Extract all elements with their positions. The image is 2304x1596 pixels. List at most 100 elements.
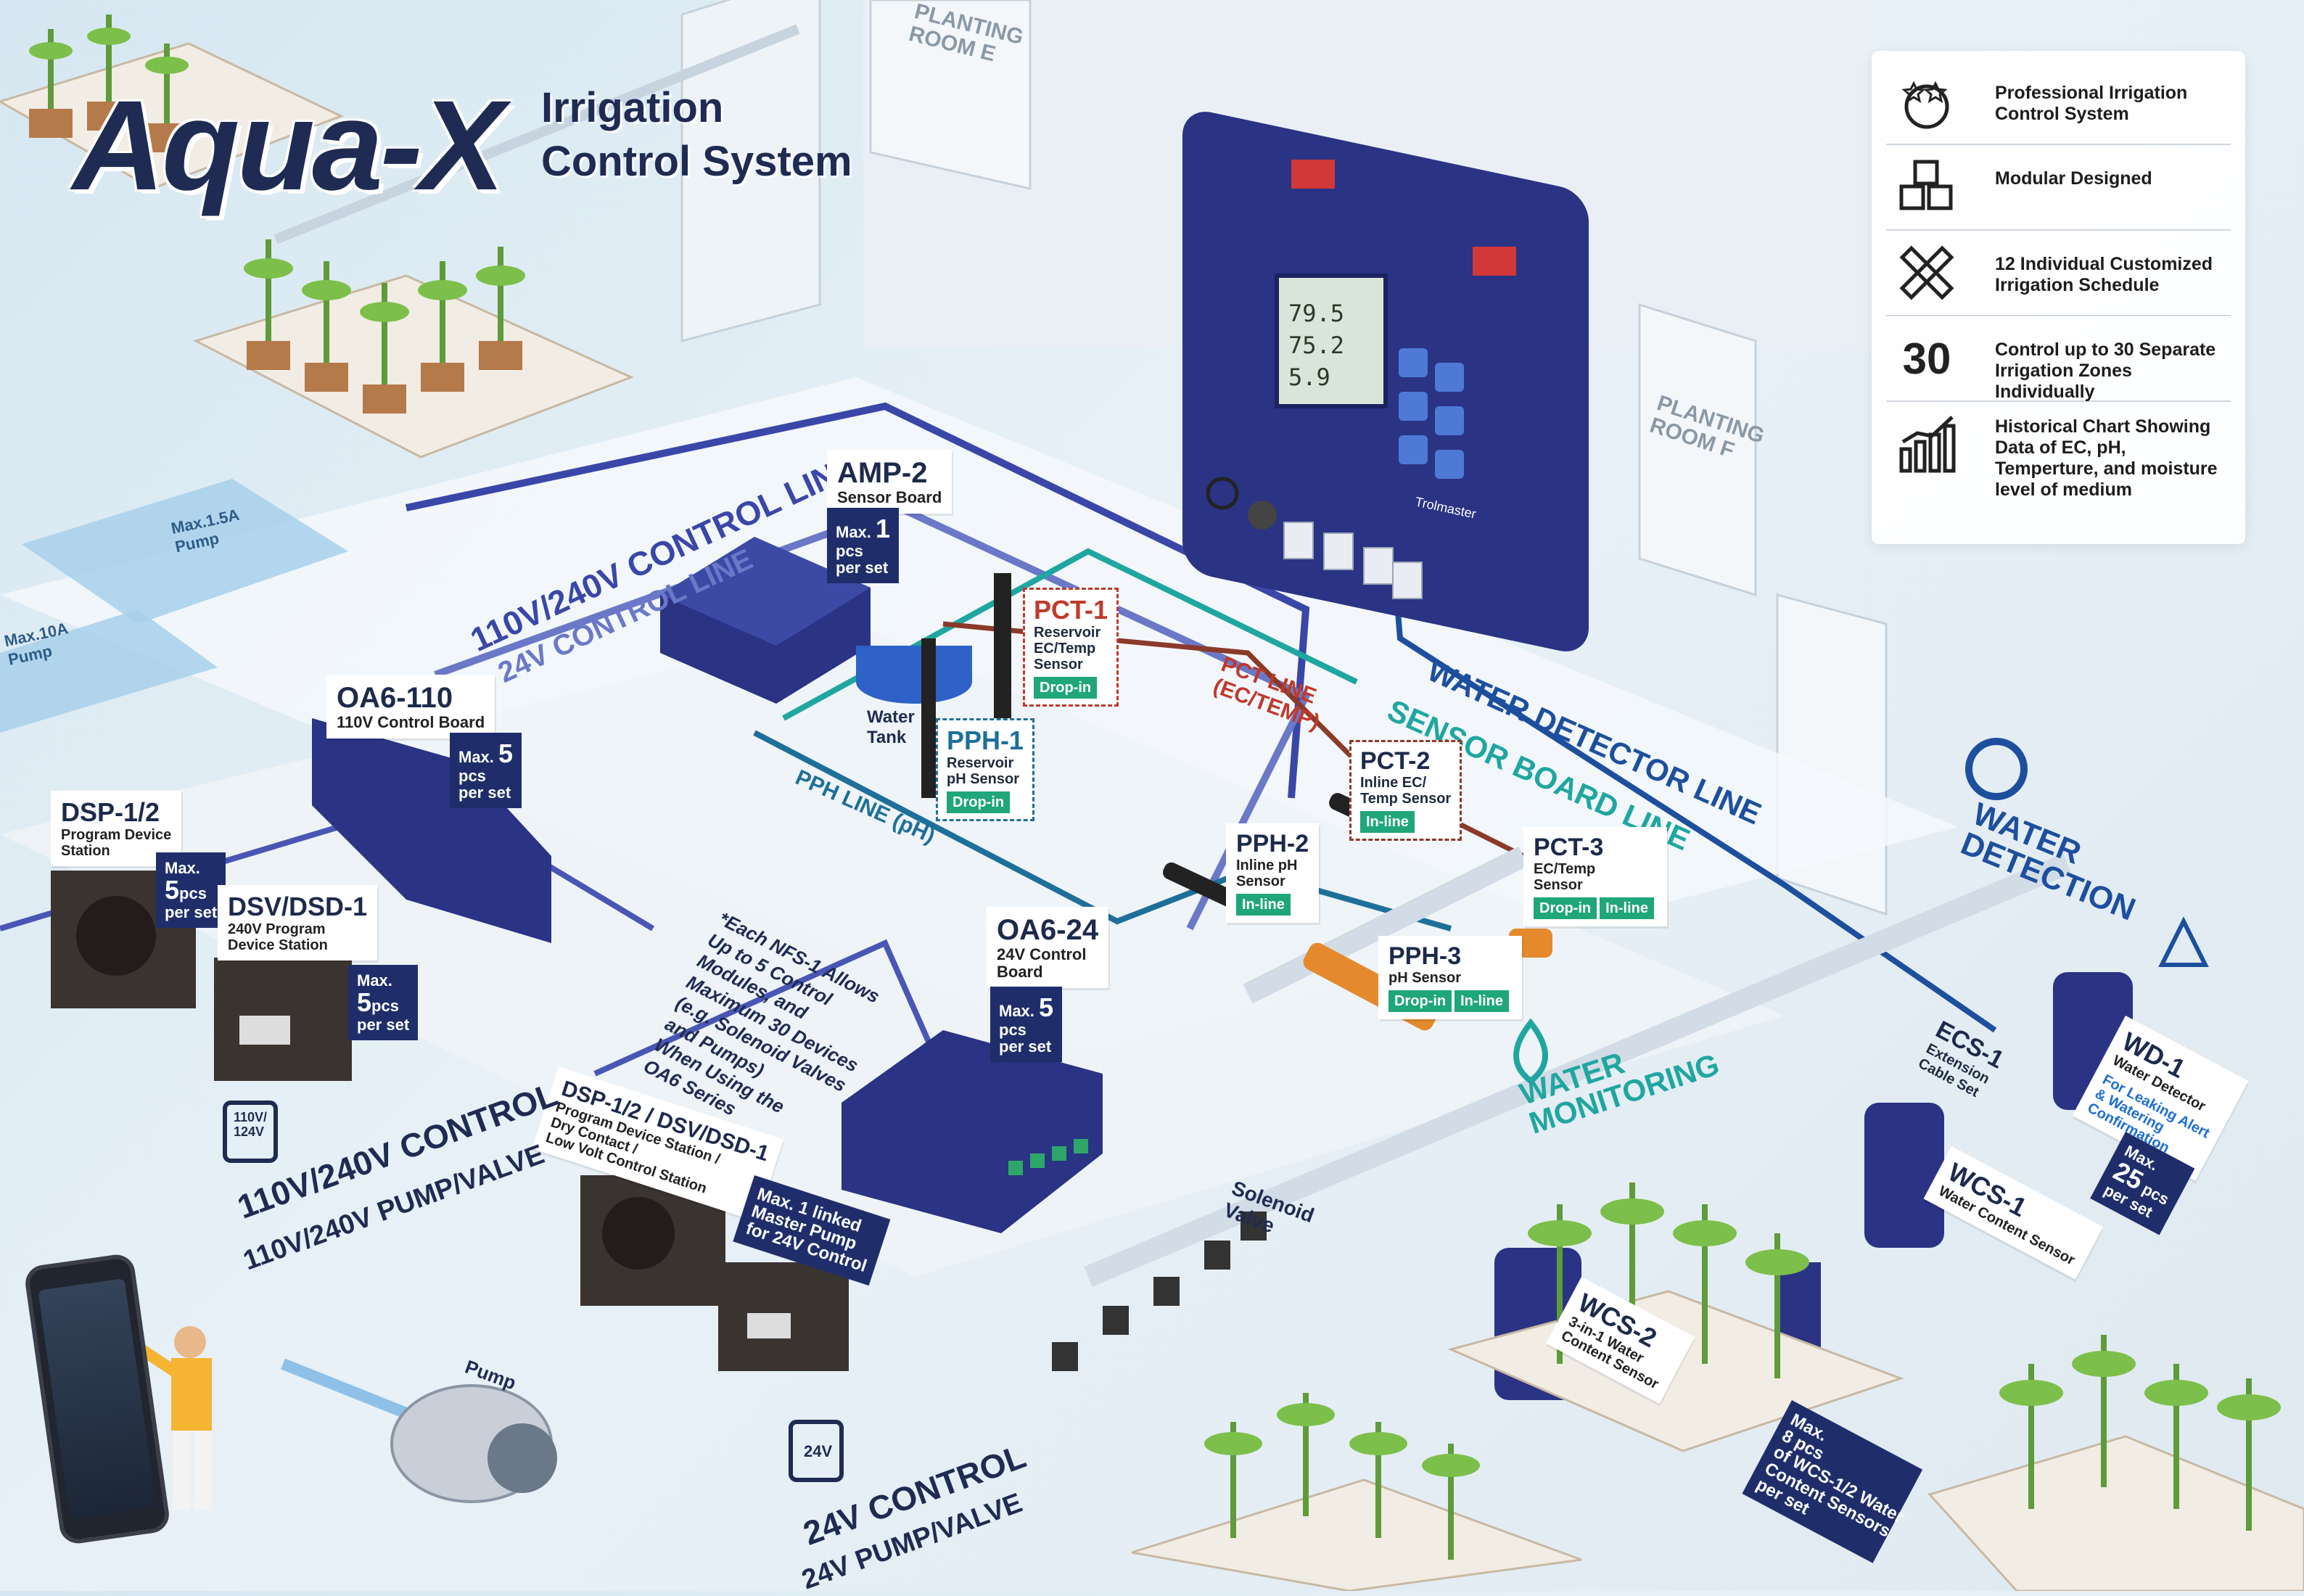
pct1-code: PCT-1 (1034, 595, 1108, 625)
water-pool-1 (22, 479, 348, 624)
oa6-24-tag: OA6-24 24V Control Board (987, 907, 1109, 989)
warning-icon (2158, 916, 2209, 967)
room-e-door (869, 0, 1032, 190)
feature-text: Historical Chart Showing Data of EC, pH,… (1995, 416, 2218, 500)
readout-line-1: 79.5 (1288, 300, 1345, 327)
oa6-24-max-label: Max. (999, 1002, 1034, 1020)
dsv-dsd1-max-label: Max. (357, 971, 392, 990)
pph2-chip: In-line (1236, 894, 1291, 916)
oa6-110-max-label: Max. (458, 748, 494, 766)
overhead-pipe (273, 24, 800, 244)
amp2-tag: AMP-2 Sensor Board (827, 450, 953, 514)
readout-line-3: 5.9 (1288, 363, 1330, 391)
app-title: Aqua-X (73, 75, 505, 217)
oa6-24-unit: pcs per set (999, 1020, 1052, 1056)
subtitle-line1: Irrigation (541, 84, 724, 131)
plant-leaves-bottom (1204, 1198, 2281, 1477)
grow-bed-3 (1131, 1478, 1582, 1591)
dsp12-code: DSP-1/2 (61, 797, 160, 827)
dsv-dsd1-code: DSV/DSD-1 (228, 892, 368, 921)
water-monitoring-icon (1513, 1018, 1548, 1085)
pph1-desc: Reservoir pH Sensor (947, 754, 1020, 787)
dsv-dsd1-tag: DSV/DSD-1 240V Program Device Station (218, 885, 378, 961)
pencil-ruler-icon (1893, 239, 1960, 306)
dsp12-unit: pcs per set (165, 884, 218, 921)
pct2-chip: In-line (1360, 811, 1415, 834)
solenoid-valves (1052, 1212, 1267, 1371)
app-subtitle: Irrigation Control System (541, 81, 852, 189)
wcs1-device (1864, 1103, 1944, 1248)
modules-cubes-icon (1893, 154, 1960, 221)
pct1-desc: Reservoir EC/Temp Sensor (1034, 624, 1101, 672)
oa6-110-board (312, 718, 551, 943)
dsv-dsd1-desc: 240V Program Device Station (228, 921, 328, 953)
planter-boxes-top (29, 102, 522, 414)
subtitle-line2: Control System (541, 138, 852, 185)
pph2-desc: Inline pH Sensor (1236, 857, 1298, 890)
24v-plug-icon (789, 1420, 844, 1482)
pph2-code: PPH-2 (1236, 830, 1309, 857)
oa6-24-max-badge: Max. 5 pcs per set (990, 987, 1063, 1062)
feature-text: Professional Irrigation Control System (1995, 83, 2188, 124)
amp2-qty: 1 (876, 514, 891, 543)
controller-readout: 79.5 75.2 5.9 (1288, 297, 1344, 393)
grow-bed-1 (0, 42, 344, 190)
oa6-24-code: OA6-24 (997, 914, 1099, 946)
pph1-probe (921, 638, 936, 798)
pct1-probe (994, 573, 1011, 718)
main-pipe (1084, 853, 2072, 1287)
amp2-desc: Sensor Board (837, 488, 942, 506)
oa6-24-board (842, 1030, 1103, 1233)
water-detection-icon (1965, 738, 2028, 800)
amp2-code: AMP-2 (837, 457, 928, 489)
pct1-tag: PCT-1 Reservoir EC/Temp Sensor Drop-in (1023, 588, 1119, 707)
dsv-dsd1-max-badge: Max. 5pcs per set (348, 965, 419, 1040)
pph-line (753, 730, 1452, 931)
feature-item: Modular Designed (1886, 144, 2231, 231)
amp2-max-label: Max. (836, 523, 871, 541)
water-tank-label: Water Tank (867, 707, 915, 747)
room-e-wall-door (680, 0, 821, 342)
feature-text: Modular Designed (1995, 168, 2152, 189)
110v-plug-label: 110V/ 124V (234, 1110, 268, 1139)
feature-item: Professional Irrigation Control System (1886, 58, 2231, 145)
dsp12-max-badge: Max. 5pcs per set (156, 852, 226, 928)
pct2-desc: Inline EC/ Temp Sensor (1360, 775, 1452, 807)
plant-leaves-top (29, 28, 525, 322)
phone-screen[interactable] (38, 1278, 157, 1519)
inline-pipe (1243, 846, 1529, 1004)
oa6-110-max-badge: Max. 5 pcs per set (450, 733, 522, 808)
110v-plug-icon (223, 1101, 278, 1163)
pct2-code: PCT-2 (1360, 747, 1431, 775)
dsv-dsd1-qty: 5 (357, 987, 372, 1018)
pph3-code: PPH-3 (1388, 942, 1462, 970)
pct3-code: PCT-3 (1534, 834, 1604, 861)
pph2-tag: PPH-2 Inline pH Sensor In-line (1226, 823, 1320, 924)
oa6-110-unit: pcs per set (458, 766, 511, 802)
oa6-24-desc: 24V Control Board (997, 945, 1087, 982)
dsp12-qty: 5 (165, 875, 180, 905)
pct3-chip-dropin: Drop-in (1534, 897, 1597, 920)
grow-bed-5 (1927, 1435, 2304, 1591)
pph2-sensor (1162, 862, 1245, 910)
room-f-door (1638, 303, 1757, 597)
dsv-dsd1-unit: pcs per set (357, 997, 410, 1034)
dsp12-max-label: Max. (165, 859, 200, 877)
main-controller (1182, 112, 1589, 651)
thirty-zones-icon: 30 (1902, 334, 1951, 383)
plants-bottom (1230, 1182, 2252, 1560)
feature-text: 12 Individual Customized Irrigation Sche… (1995, 254, 2213, 295)
feature-item: 12 Individual Customized Irrigation Sche… (1886, 229, 2231, 316)
oa6-110-tag: OA6-110 110V Control Board (326, 675, 495, 739)
oa6-110-code: OA6-110 (337, 682, 453, 714)
dsp12-desc: Program Device Station (61, 826, 172, 859)
oa6-110-qty: 5 (498, 739, 514, 768)
water-pool-2 (0, 609, 218, 733)
24v-plug-label: 24V (804, 1442, 833, 1460)
star-badge-icon (1893, 68, 1960, 135)
amp2-unit: pcs per set (836, 541, 889, 577)
power-icon (1206, 477, 1239, 510)
pct3-chip-inline: In-line (1600, 897, 1654, 920)
pph1-code: PPH-1 (947, 725, 1024, 755)
